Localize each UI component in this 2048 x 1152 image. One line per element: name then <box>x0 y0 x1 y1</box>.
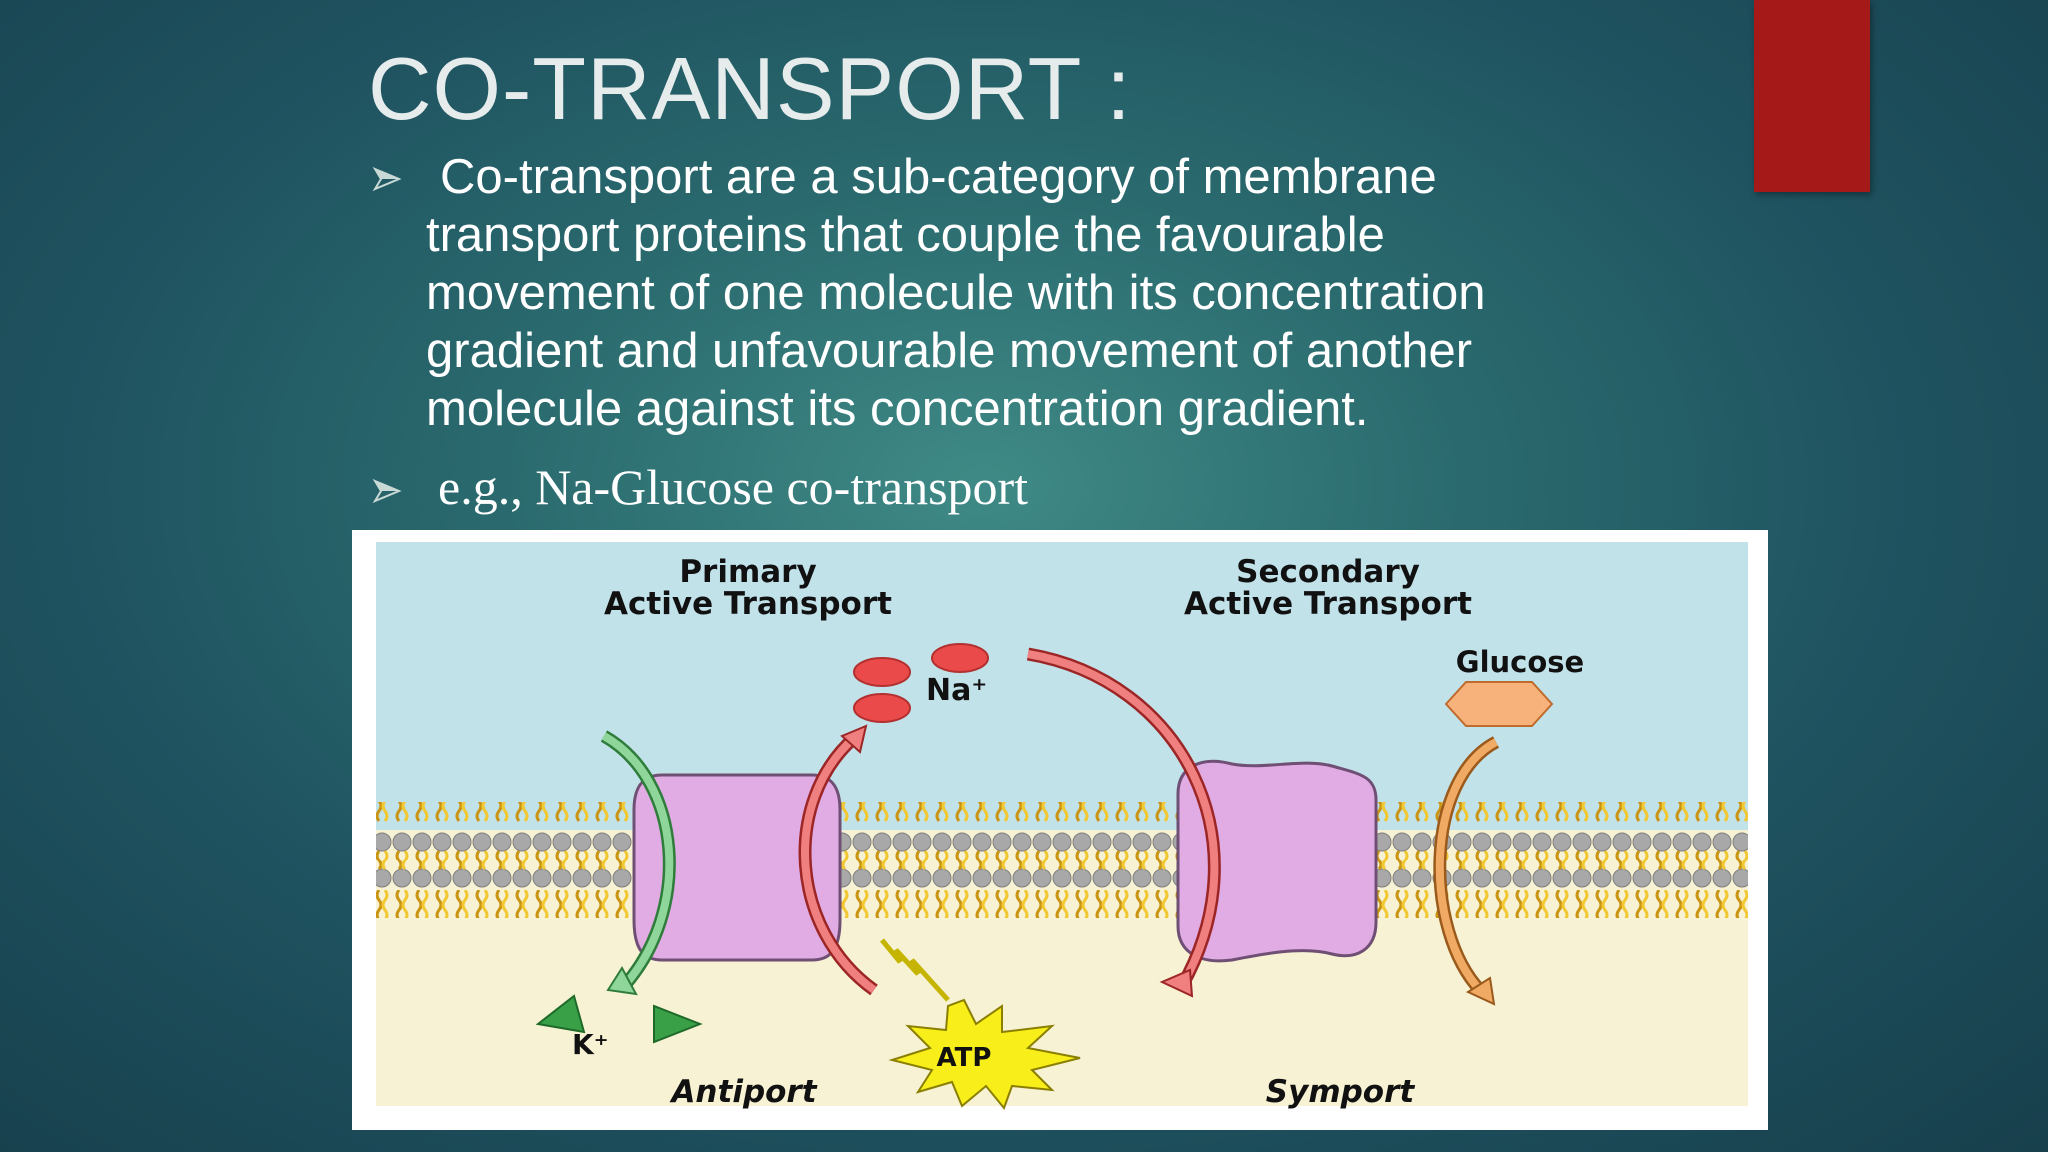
arrowhead-bullet-icon <box>372 478 402 504</box>
sodium-symport-arrowhead <box>1159 968 1194 998</box>
primary-heading-line-2: Active Transport <box>604 586 892 622</box>
secondary-heading-line-1: Secondary <box>1236 554 1420 590</box>
atp-burst <box>888 998 1081 1110</box>
symport-label: Symport <box>1266 1074 1416 1110</box>
lipid-bilayer <box>376 802 1748 918</box>
slide-title: CO-TRANSPORT : <box>368 39 1132 138</box>
antiport-label: Antiport <box>668 1074 817 1110</box>
extracellular-region <box>376 542 1748 832</box>
sodium-pump-arrowhead <box>840 724 868 754</box>
definition-line-1: Co-transport are a sub-category of membr… <box>440 150 1437 204</box>
sodium-ion <box>853 693 911 723</box>
diagram-canvas: Primary Active Transport Secondary Activ… <box>376 542 1748 1110</box>
energy-lightning <box>880 938 950 1002</box>
secondary-heading-line-2: Active Transport <box>1184 586 1472 622</box>
potassium-ion <box>535 994 586 1034</box>
sodium-ion <box>853 657 911 687</box>
sodium-ion <box>931 643 989 673</box>
definition-line-4: gradient and unfavourable movement of an… <box>426 324 1473 378</box>
cotransport-diagram: Primary Active Transport Secondary Activ… <box>352 530 1768 1130</box>
example-text: e.g., Na-Glucose co-transport <box>438 459 1029 515</box>
potassium-ion <box>653 1004 703 1044</box>
accent-bar <box>1754 0 1870 192</box>
potassium-label: K⁺ <box>572 1028 608 1061</box>
symport-protein <box>1176 759 1378 963</box>
definition-line-5: molecule against its concentration gradi… <box>426 382 1369 436</box>
bullet-list: Co-transport are a sub-category of membr… <box>368 148 1608 516</box>
primary-heading-line-1: Primary <box>679 554 816 590</box>
atp-label: ATP <box>937 1043 992 1073</box>
glucose-label: Glucose <box>1456 645 1584 679</box>
glucose-arrowhead <box>1465 976 1496 1006</box>
bullet-example: e.g., Na-Glucose co-transport <box>368 458 1608 516</box>
glucose-molecule <box>1444 681 1554 727</box>
bullet-definition: Co-transport are a sub-category of membr… <box>368 148 1608 438</box>
definition-line-2: transport proteins that couple the favou… <box>426 208 1385 262</box>
definition-line-3: movement of one molecule with its concen… <box>426 266 1486 320</box>
sodium-label: Na⁺ <box>926 673 987 708</box>
potassium-arrowhead <box>606 966 638 996</box>
arrowhead-bullet-icon <box>372 166 402 192</box>
